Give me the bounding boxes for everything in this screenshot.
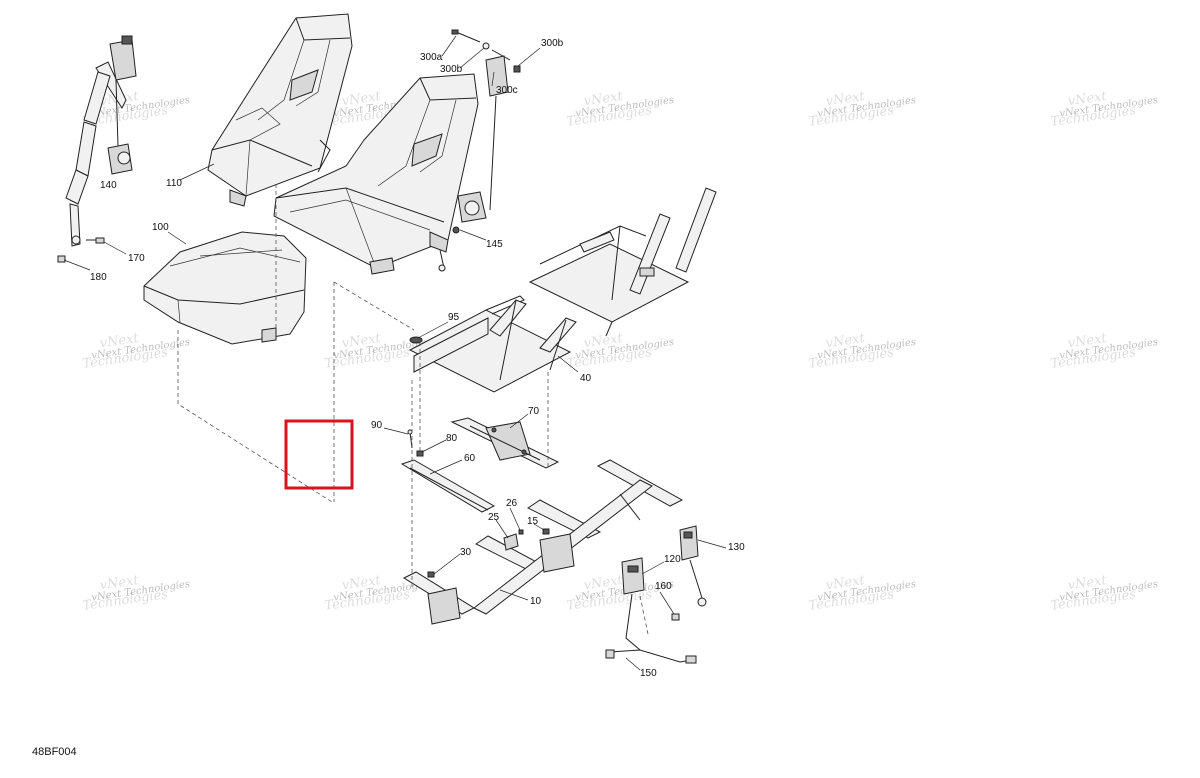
part-30-nut[interactable] [427, 571, 435, 578]
label-120[interactable]: 120 [664, 554, 681, 565]
watermark: vNext Technologies vNext Technologies [808, 331, 917, 372]
svg-text:vNext: vNext [99, 331, 140, 351]
part-130-buckle[interactable] [679, 525, 707, 607]
label-180[interactable]: 180 [90, 272, 107, 283]
part-60-slider[interactable] [400, 459, 496, 513]
svg-text:vNext: vNext [825, 573, 866, 593]
part-160-bolt[interactable] [671, 613, 680, 621]
label-130[interactable]: 130 [728, 542, 745, 553]
seat-right[interactable] [273, 73, 479, 275]
watermark: vNext Technologies vNext Technologies [1050, 331, 1159, 372]
label-25[interactable]: 25 [488, 512, 500, 523]
svg-text:vNext: vNext [341, 89, 382, 109]
svg-text:vNext: vNext [1067, 89, 1108, 109]
svg-text:vNext: vNext [99, 573, 140, 593]
part-26-nut[interactable] [518, 529, 524, 535]
part-110-seat-left[interactable] [207, 13, 353, 207]
label-300b-top[interactable]: 300b [541, 38, 564, 49]
watermark: vNext Technologies vNext Technologies [808, 573, 917, 614]
watermark: vNext Technologies vNext Technologies [566, 89, 675, 130]
part-170-bolt[interactable] [86, 237, 105, 244]
label-300a[interactable]: 300a [420, 52, 443, 63]
label-95[interactable]: 95 [448, 312, 460, 323]
label-160[interactable]: 160 [655, 581, 672, 592]
label-15[interactable]: 15 [527, 516, 539, 527]
svg-text:vNext: vNext [1067, 331, 1108, 351]
label-90[interactable]: 90 [371, 420, 383, 431]
watermark: vNext Technologies vNext Technologies [1050, 89, 1159, 130]
part-labels: 300a 300b 300b 300c 140 110 100 170 180 … [90, 38, 745, 679]
part-15-bolt[interactable] [542, 528, 550, 535]
label-145[interactable]: 145 [486, 239, 503, 250]
part-120-buckle[interactable] [621, 557, 645, 651]
part-90-bolt[interactable] [407, 429, 413, 449]
label-80[interactable]: 80 [446, 433, 458, 444]
label-100[interactable]: 100 [152, 222, 169, 233]
label-26[interactable]: 26 [506, 498, 518, 509]
label-170[interactable]: 170 [128, 253, 145, 264]
part-140-seat-belt[interactable] [65, 35, 137, 247]
label-30[interactable]: 30 [460, 547, 472, 558]
watermark: vNext Technologies vNext Technologies [82, 331, 191, 372]
svg-text:vNext: vNext [583, 89, 624, 109]
watermark: vNext Technologies vNext Technologies [1050, 573, 1159, 614]
part-180-bolt[interactable] [57, 255, 66, 263]
label-60[interactable]: 60 [464, 453, 476, 464]
part-25-bracket[interactable] [503, 533, 519, 551]
label-70[interactable]: 70 [528, 406, 540, 417]
part-70-slider[interactable] [450, 417, 560, 469]
part-10-base-frame[interactable] [402, 459, 684, 625]
diagram-code: 48BF004 [32, 746, 77, 758]
label-150[interactable]: 150 [640, 668, 657, 679]
svg-text:vNext: vNext [825, 331, 866, 351]
label-300b[interactable]: 300b [440, 64, 463, 75]
label-140[interactable]: 140 [100, 180, 117, 191]
part-150-harness[interactable] [605, 649, 697, 664]
assembly-lines [177, 184, 649, 635]
svg-text:vNext: vNext [341, 331, 382, 351]
leader-lines [63, 35, 727, 671]
highlight-box [284, 419, 354, 490]
part-100-seat-cushion[interactable] [143, 231, 307, 345]
label-10[interactable]: 10 [530, 596, 542, 607]
label-300c[interactable]: 300c [496, 85, 518, 96]
watermark: vNext Technologies vNext Technologies [566, 331, 675, 372]
watermark: vNext Technologies vNext Technologies [808, 89, 917, 130]
svg-text:vNext: vNext [583, 573, 624, 593]
svg-text:vNext: vNext [825, 89, 866, 109]
svg-text:vNext: vNext [1067, 573, 1108, 593]
svg-text:vNext: vNext [341, 573, 382, 593]
part-145-retractor[interactable] [452, 191, 487, 234]
watermark: vNext Technologies vNext Technologies [82, 573, 191, 614]
label-40[interactable]: 40 [580, 373, 592, 384]
part-40-upper-frame[interactable] [408, 187, 717, 393]
part-300-hardware[interactable] [451, 29, 521, 211]
part-95-bumper[interactable] [409, 336, 423, 344]
label-110[interactable]: 110 [166, 178, 182, 189]
svg-text:vNext: vNext [583, 331, 624, 351]
